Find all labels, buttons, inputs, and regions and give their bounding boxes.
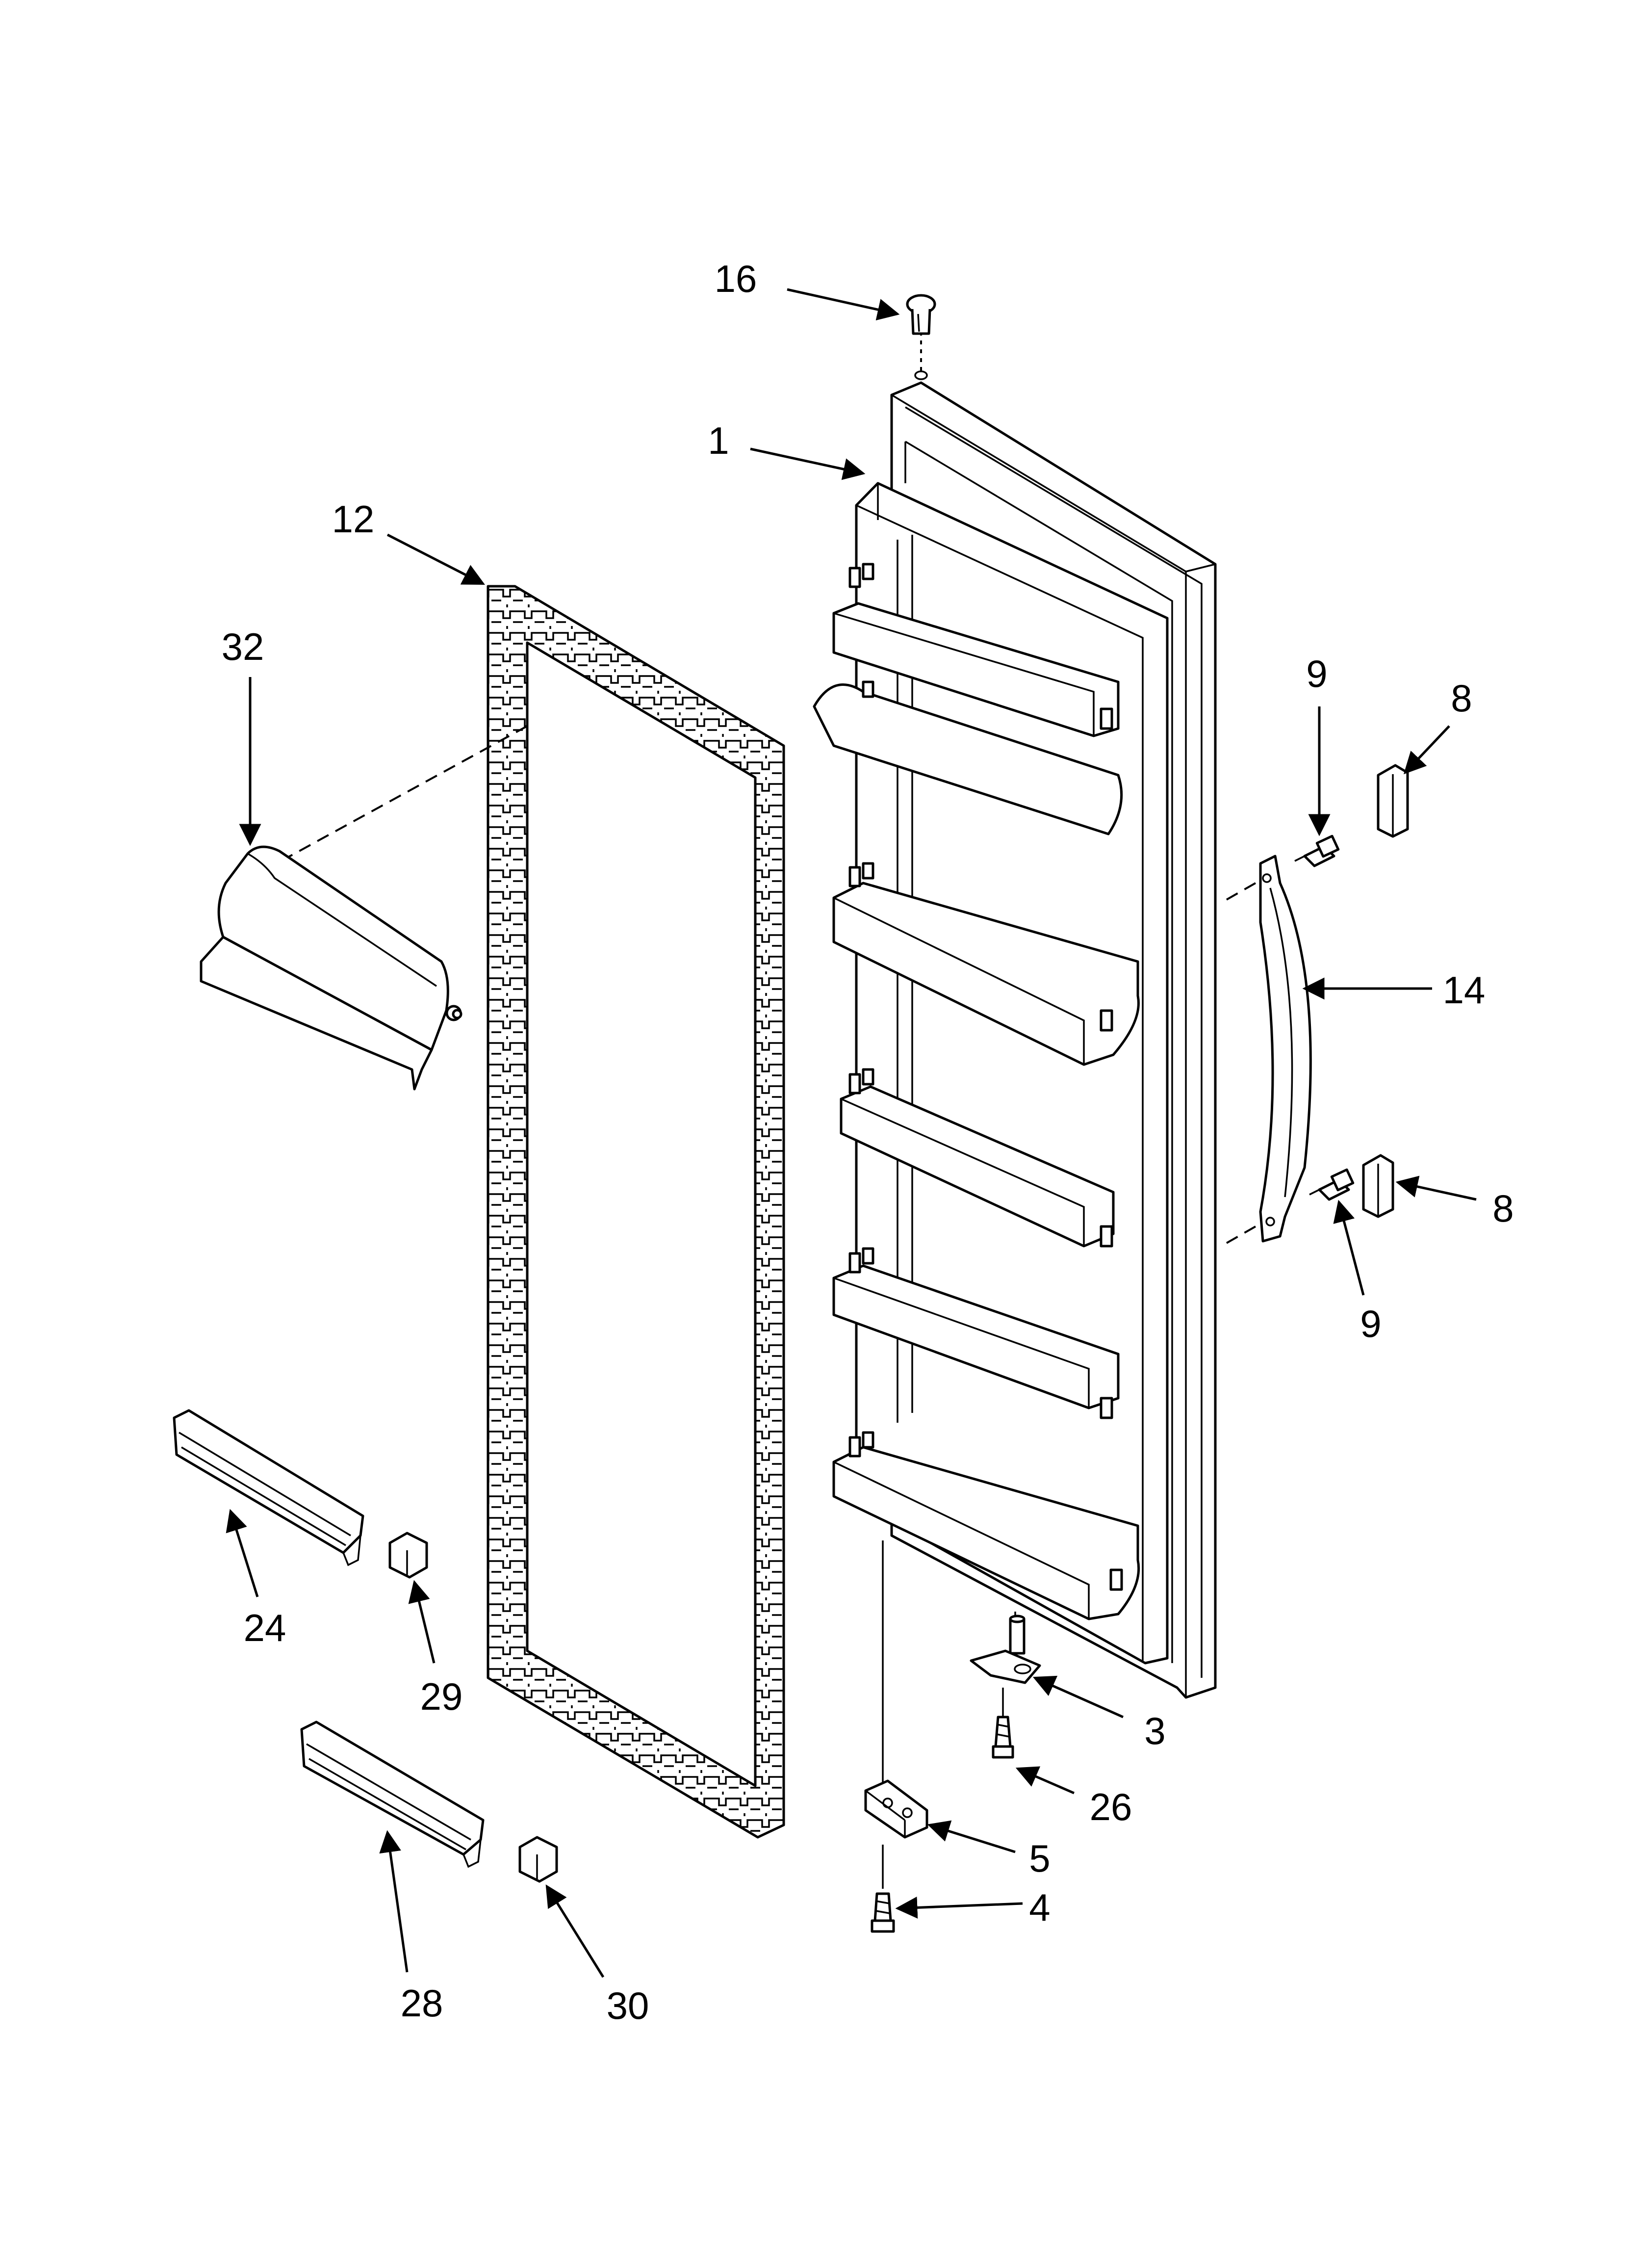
trim-part-28	[300, 1721, 485, 1868]
handle-part-14	[1221, 855, 1312, 1247]
callout-32: 32	[222, 625, 264, 668]
callout-9a: 9	[1306, 652, 1327, 695]
cap-part-16	[906, 294, 936, 335]
callout-24: 24	[244, 1606, 286, 1649]
end-cap-part-8	[1362, 1154, 1394, 1218]
cover-part-32	[200, 845, 462, 1091]
callout-29: 29	[420, 1675, 463, 1718]
callout-3: 3	[1144, 1709, 1165, 1752]
door-assembly	[813, 314, 1217, 1796]
callout-30: 30	[607, 1984, 649, 2027]
screw-part-9	[1309, 1168, 1355, 1201]
callout-5: 5	[1029, 1837, 1050, 1880]
callout-16: 16	[715, 257, 757, 300]
door-shelf	[832, 1446, 1140, 1620]
door-gasket	[487, 585, 785, 1839]
leader-lines	[226, 288, 1477, 1978]
door-shelf	[813, 602, 1123, 835]
callout-14: 14	[1443, 968, 1486, 1012]
end-cap-part-8	[1377, 764, 1409, 838]
callout-8b: 8	[1492, 1187, 1514, 1230]
callout-26: 26	[1090, 1785, 1132, 1828]
screw-part-9	[1294, 834, 1340, 867]
hinge-part-3	[970, 1615, 1041, 1684]
callout-8a: 8	[1451, 677, 1472, 720]
bracket-part-5	[864, 1779, 928, 1839]
door-shelf	[840, 1085, 1115, 1248]
clip-part-29	[388, 1532, 428, 1579]
trim-part-24	[173, 1409, 364, 1566]
callout-1: 1	[708, 419, 729, 462]
clip-part-30	[518, 1836, 558, 1883]
door-shelf	[832, 882, 1140, 1066]
callout-9b: 9	[1360, 1302, 1381, 1345]
screw-part-26	[992, 1688, 1014, 1759]
callout-12: 12	[332, 497, 375, 541]
door-shelf	[832, 1264, 1120, 1409]
screw-part-4	[871, 1845, 895, 1933]
callout-4: 4	[1029, 1886, 1050, 1929]
callout-28: 28	[401, 1981, 443, 2025]
